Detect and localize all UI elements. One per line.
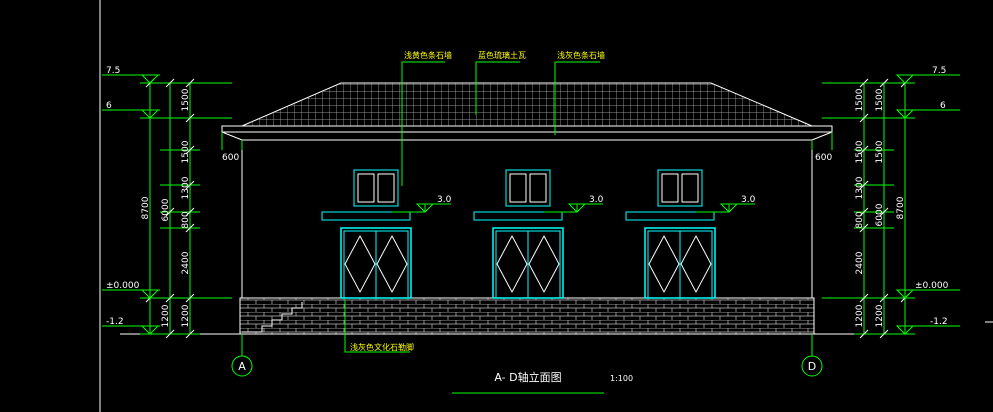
canopy-3 xyxy=(625,211,715,221)
wall xyxy=(241,140,813,299)
dim-right-overall: 8700 xyxy=(896,196,906,219)
door-2-left-leaf xyxy=(496,234,528,294)
callouts xyxy=(344,61,600,353)
leader-wall-right xyxy=(554,61,600,135)
elev-right-7-5: 7.5 xyxy=(932,66,946,76)
window-1-left-pane xyxy=(357,173,375,203)
dim-right-seg2b: 1500 xyxy=(875,140,885,163)
canopy-1 xyxy=(321,211,411,221)
window-1 xyxy=(353,169,399,207)
window-3 xyxy=(657,169,703,207)
dim-left-seg5: 2400 xyxy=(181,251,191,274)
dim-left-overall: 8700 xyxy=(141,196,151,219)
axis-markers xyxy=(231,334,823,377)
axis-label-a: A xyxy=(238,360,246,373)
door-1-right-leaf xyxy=(376,234,408,294)
window-2-left-pane xyxy=(509,173,527,203)
canopy-3-elevation: 3.0 xyxy=(741,195,756,205)
canopy-2-marker xyxy=(567,203,587,213)
dim-left-seg1: 1500 xyxy=(181,88,191,111)
dim-left-plinth-a: 1200 xyxy=(161,304,171,327)
drawing-title: A- D轴立面图 xyxy=(494,370,561,384)
leader-wall-left xyxy=(401,61,445,186)
note-plinth: 浅灰色文化石勒脚 xyxy=(350,342,414,352)
dim-eave-right: 600 xyxy=(815,153,832,163)
dim-left-plinth-b: 1200 xyxy=(181,304,191,327)
note-wall-left: 浅黄色条石墙 xyxy=(404,50,452,60)
canopy-3-leader xyxy=(696,203,755,213)
axis-label-d: D xyxy=(808,360,816,373)
dim-right-plinth-b: 1200 xyxy=(875,304,885,327)
dim-right-seg4: 800 xyxy=(855,211,865,228)
window-3-left-pane xyxy=(661,173,679,203)
roof xyxy=(221,82,833,141)
canopy-2-elevation: 3.0 xyxy=(589,195,604,205)
canopy-1-marker xyxy=(415,203,435,213)
elev-left-7-5: 7.5 xyxy=(106,66,120,76)
canopy-2-leader xyxy=(544,203,603,213)
canopy-1-leader xyxy=(392,203,451,213)
dim-right-subtotal: 6000 xyxy=(875,203,885,226)
door-1-left-leaf xyxy=(344,234,376,294)
plinth-brick xyxy=(120,297,880,335)
dim-right-seg3: 1300 xyxy=(855,176,865,199)
leader-roof xyxy=(475,61,520,115)
note-roof: 蓝色琉璃土瓦 xyxy=(478,50,526,60)
canopy-3-marker xyxy=(719,203,739,213)
elev-right-0: ±0.000 xyxy=(915,281,949,291)
canopy-1-elevation: 3.0 xyxy=(437,195,452,205)
dim-right-seg1b: 1500 xyxy=(875,88,885,111)
window-2-right-pane xyxy=(529,173,547,203)
door-2-right-leaf xyxy=(528,234,560,294)
dimension-ticks-right xyxy=(859,78,910,339)
eave-fascia xyxy=(221,125,833,133)
door-3-left-leaf xyxy=(648,234,680,294)
elevation-markers-right xyxy=(895,74,960,335)
dim-left-seg2: 1500 xyxy=(181,140,191,163)
window-2 xyxy=(505,169,551,207)
dim-left-seg3: 1300 xyxy=(181,176,191,199)
window-3-right-pane xyxy=(681,173,699,203)
facade-bays: 3.0 3.0 3.0 xyxy=(321,169,756,299)
elev-right-minus: -1.2 xyxy=(930,317,948,327)
note-wall-right: 浅灰色条石墙 xyxy=(557,50,605,60)
door-3-right-leaf xyxy=(680,234,712,294)
entrance-steps xyxy=(242,302,303,333)
dim-right-plinth-a: 1200 xyxy=(855,304,865,327)
dim-right-seg1: 1500 xyxy=(855,88,865,111)
dim-left-seg4: 800 xyxy=(181,211,191,228)
dim-right-seg5: 2400 xyxy=(855,251,865,274)
elev-left-0: ±0.000 xyxy=(106,281,140,291)
canopy-2 xyxy=(473,211,563,221)
elev-left-6: 6 xyxy=(106,101,112,111)
dim-eave-left: 600 xyxy=(222,153,239,163)
window-1-right-pane xyxy=(377,173,395,203)
elevation-markers-left xyxy=(102,74,160,335)
elev-right-6: 6 xyxy=(940,101,946,111)
dim-left-subtotal: 6000 xyxy=(161,198,171,221)
leader-plinth xyxy=(344,300,410,353)
drawing-scale: 1:100 xyxy=(610,374,633,383)
dim-right-seg2: 1500 xyxy=(855,140,865,163)
elev-left-minus: -1.2 xyxy=(106,317,124,327)
